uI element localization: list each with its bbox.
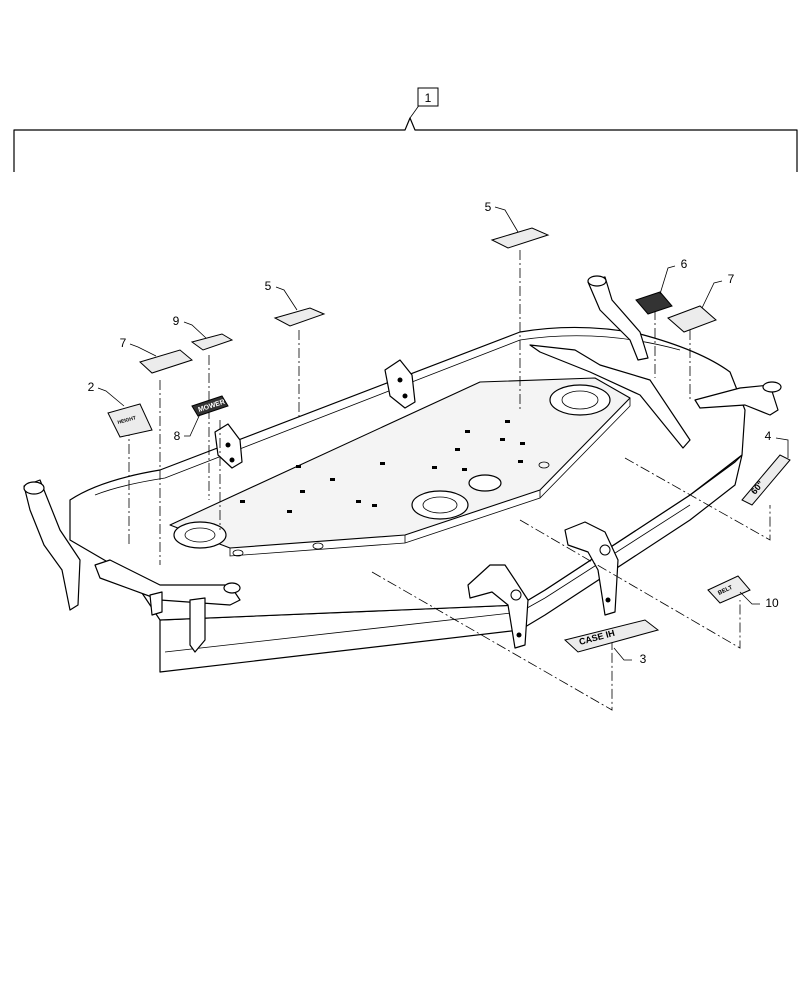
decal-2-text: HEIGHT: [117, 415, 137, 426]
decal-7-left: [139, 349, 194, 374]
callout-9[interactable]: 9: [173, 314, 180, 328]
decal-5-center: [490, 227, 550, 249]
callout-5-center[interactable]: 5: [485, 200, 492, 214]
decal-2-height: [107, 403, 153, 438]
callout-3[interactable]: 3: [640, 652, 647, 666]
decal-5-left: [273, 307, 326, 327]
callout-2[interactable]: 2: [88, 380, 95, 394]
decal-10-belt: [707, 575, 751, 604]
callout-5-left[interactable]: 5: [265, 279, 272, 293]
callout-6[interactable]: 6: [681, 257, 688, 271]
bolt-holes: [240, 420, 525, 513]
decal-8-mower-brand: [191, 395, 229, 417]
mower-deck: [23, 275, 782, 673]
callout-7-left[interactable]: 7: [120, 336, 127, 350]
decal-3-case-ih: [563, 619, 660, 653]
assembly-bracket: 1: [13, 87, 798, 172]
callouts: 5 5 9 7 2 8 6 7 4 10 3: [88, 200, 789, 666]
callout-7-right[interactable]: 7: [728, 272, 735, 286]
callout-1[interactable]: 1: [425, 91, 432, 105]
callout-10[interactable]: 10: [765, 596, 779, 610]
decal-9: [190, 333, 234, 351]
callout-8[interactable]: 8: [174, 429, 181, 443]
decal-7-right: [667, 305, 717, 333]
decal-6: [635, 291, 673, 315]
placement-lines: [128, 250, 771, 711]
decal-4-deck-size: [741, 454, 791, 506]
callout-4[interactable]: 4: [765, 429, 772, 443]
